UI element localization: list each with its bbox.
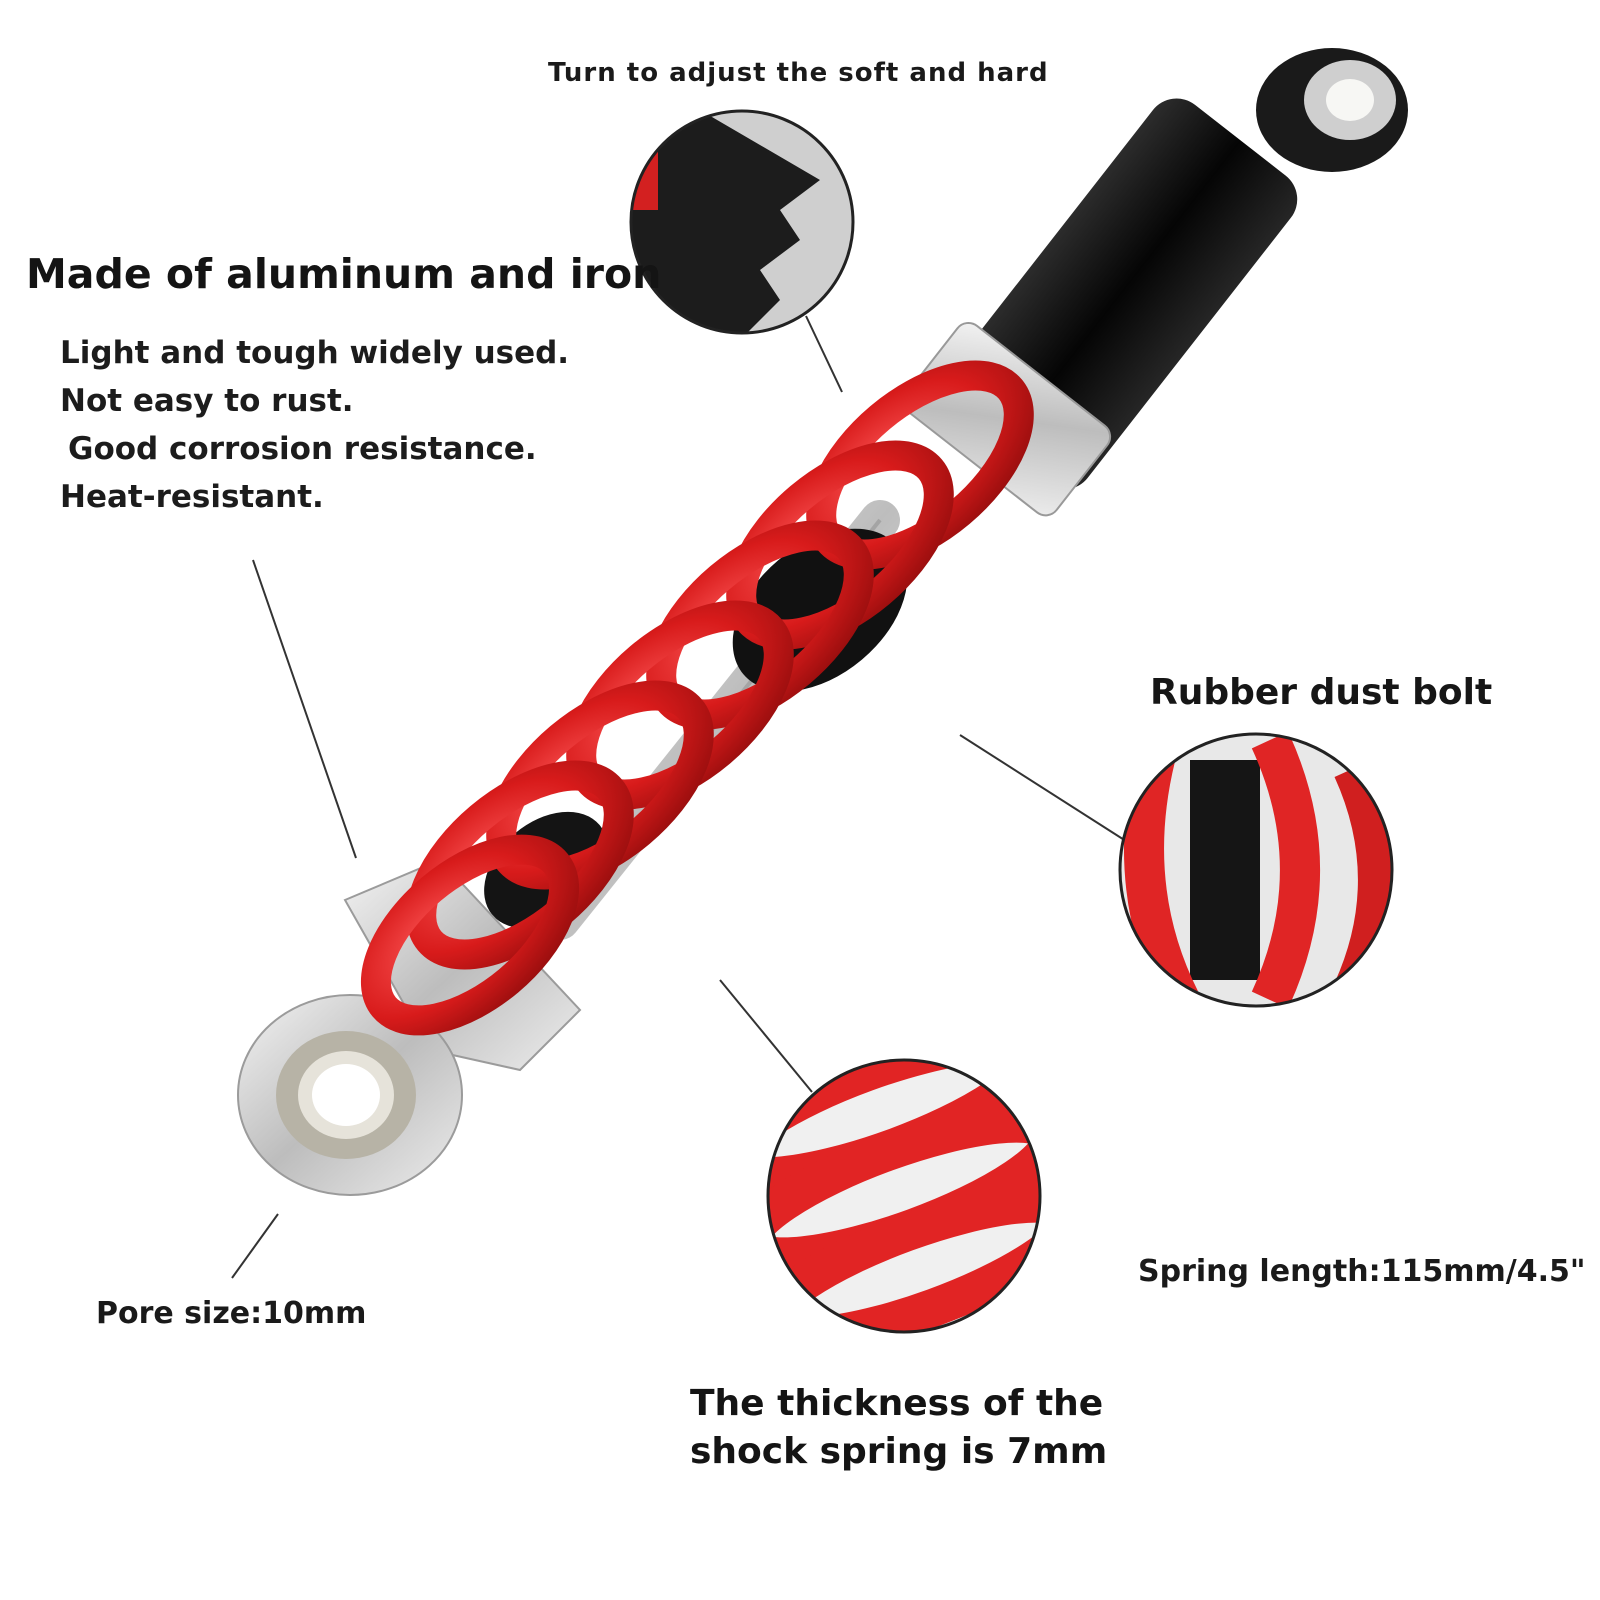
leader-material: [252, 559, 357, 859]
thickness-line-2: shock spring is 7mm: [690, 1431, 1108, 1472]
top-mount: [1256, 48, 1408, 172]
zoom-adjuster: [629, 109, 855, 335]
adjust-label: Turn to adjust the soft and hard: [548, 58, 1049, 88]
feature-item: Light and tough widely used.: [60, 335, 570, 371]
leader-thickness: [719, 979, 813, 1093]
pore-size-label: Pore size:10mm: [96, 1296, 367, 1331]
feature-item: Good corrosion resistance.: [68, 431, 537, 467]
zoom-rubber: [1118, 732, 1394, 1008]
feature-item: Not easy to rust.: [60, 383, 354, 419]
spring-length-label: Spring length:115mm/4.5": [1138, 1254, 1586, 1289]
material-headline: Made of aluminum and iron: [26, 250, 662, 298]
leader-pore: [231, 1213, 279, 1279]
zoom-spring: [766, 1058, 1042, 1334]
rubber-label: Rubber dust bolt: [1150, 672, 1493, 713]
leader-adjust: [805, 315, 843, 393]
thickness-line-1: The thickness of the: [690, 1383, 1104, 1424]
thickness-label: The thickness of the shock spring is 7mm: [690, 1380, 1107, 1476]
coil-spring: [360, 360, 1034, 1036]
leader-lines: [231, 315, 1141, 1279]
feature-item: Heat-resistant.: [60, 479, 324, 515]
leader-rubber: [959, 734, 1141, 851]
